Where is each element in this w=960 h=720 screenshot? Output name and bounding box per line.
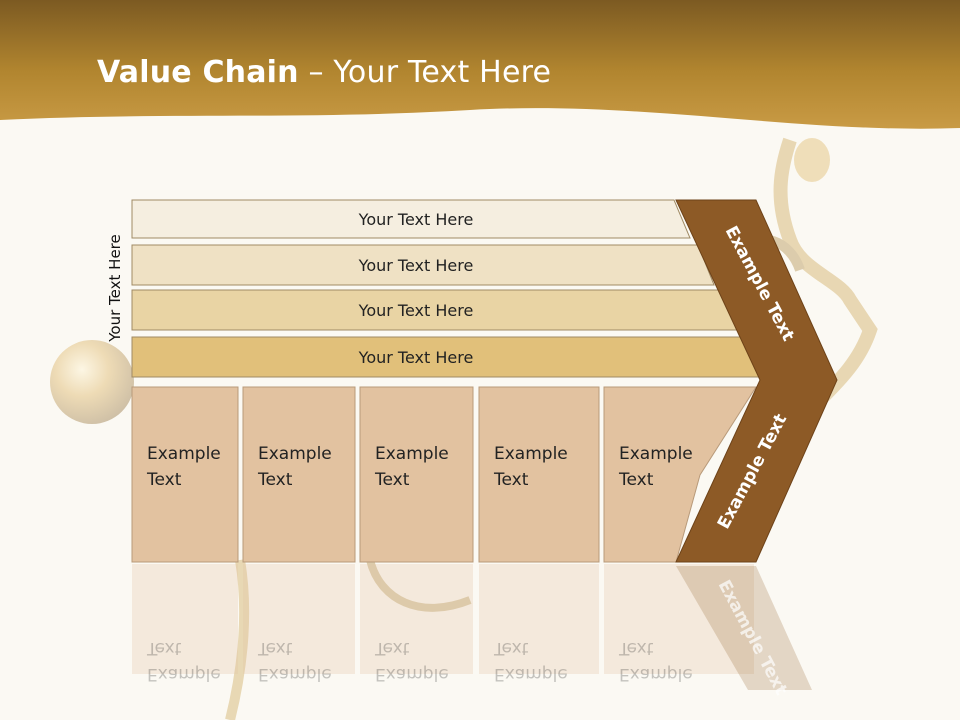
primary-box [603,386,757,563]
primary-box-label-line2: Text [146,470,182,490]
primary-box-label-line2: Text [374,470,410,490]
primary-box-label-line1: Example [258,444,332,464]
reflection-label-line1: Example [258,664,332,684]
primary-box-label-line1: Example [619,444,693,464]
primary-box-reflection [360,564,473,674]
title-rest: – Your Text Here [298,55,552,90]
diagram-reflection: ExampleTextExampleTextExampleTextExample… [132,564,812,698]
primary-box-label-line2: Text [257,470,293,490]
reflection-label-line2: Text [374,638,410,658]
reflection-text: Example Text [146,638,221,684]
reflection-text: Example Text [618,638,693,684]
primary-box-reflection [243,564,355,674]
reflection-label-line2: Text [146,638,182,658]
primary-box-label-line1: Example [494,444,568,464]
reflection-label-line2: Text [618,638,654,658]
reflection-label-line2: Text [493,638,529,658]
chevron-shape [675,199,838,563]
support-bar-label: Your Text Here [358,256,474,275]
chevron-reflection [676,566,812,690]
primary-box-label-line2: Text [618,470,654,490]
reflection-text: Example Text [257,638,332,684]
support-bar [131,199,691,239]
primary-box [131,386,239,563]
support-bar-label: Your Text Here [358,301,474,320]
primary-box-reflection [132,564,238,674]
support-bar [131,244,715,286]
primary-box-label-line1: Example [147,444,221,464]
header-band [0,0,960,129]
reflection-label-line1: Example [375,664,449,684]
page-title: Value Chain – Your Text Here [97,55,551,90]
primary-box-reflection [479,564,599,674]
reflection-label-line1: Example [619,664,693,684]
reflection-label-line1: Example [494,664,568,684]
reflection-label-line1: Example [147,664,221,684]
primary-box [359,386,474,563]
support-bar-label: Your Text Here [358,348,474,367]
primary-box [242,386,356,563]
primary-box-label-line2: Text [493,470,529,490]
reflection-text: Example Text [374,638,449,684]
primary-box [478,386,600,563]
reflection-text: Example Text [493,638,568,684]
reflection-label-line2: Text [257,638,293,658]
background-figure [50,137,878,720]
title-bold: Value Chain [97,55,299,90]
support-bar-label: Your Text Here [358,210,474,229]
primary-box-label-line1: Example [375,444,449,464]
primary-box-reflection [604,564,754,674]
